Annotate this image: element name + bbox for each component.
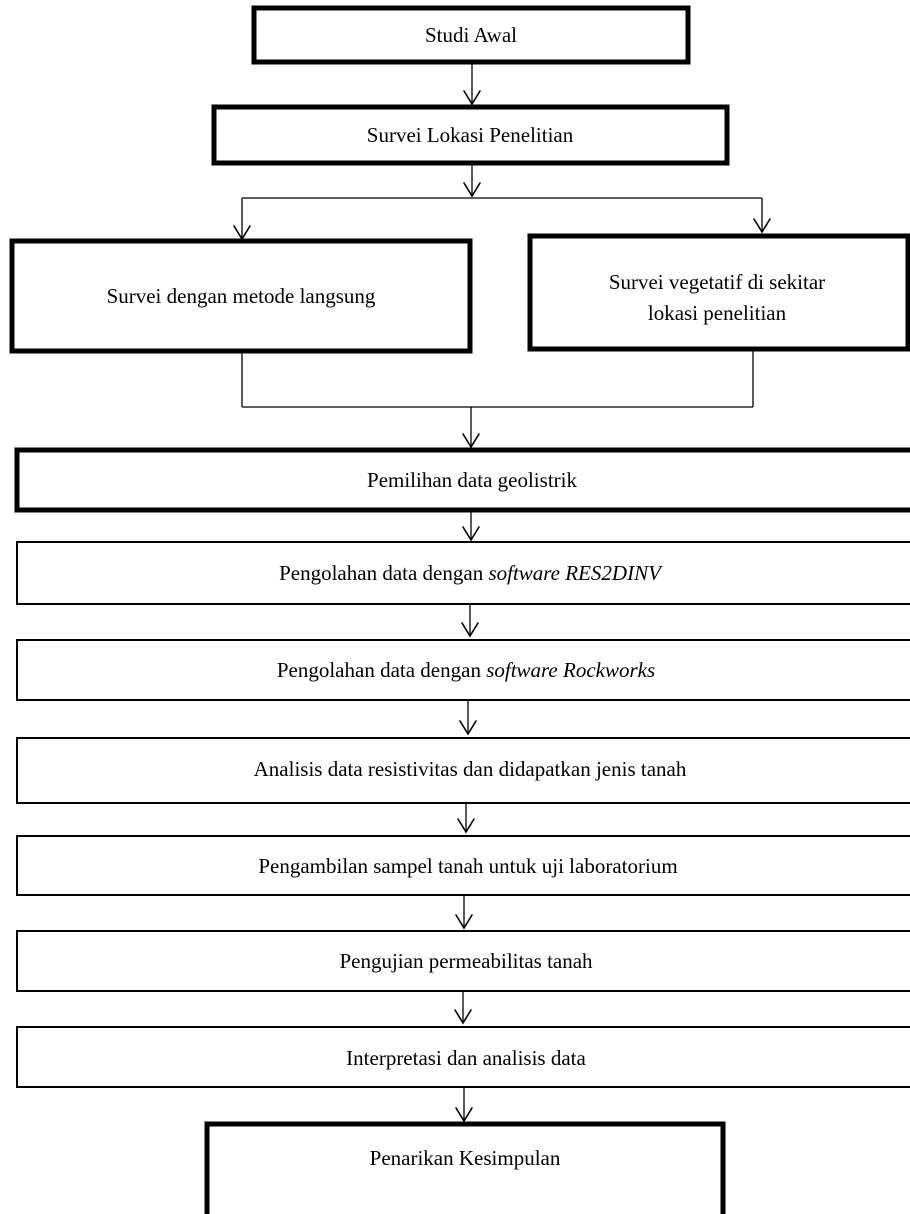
arrow-down-icon <box>462 433 480 449</box>
step-label-line1: Survei vegetatif di sekitar <box>609 270 825 294</box>
step-pengolahan-res2dinv: Pengolahan data dengan software RES2DINV <box>16 541 910 605</box>
step-survei-lokasi: Survei Lokasi Penelitian <box>211 104 730 166</box>
arrow-down-icon <box>455 914 473 930</box>
step-label: Pengujian permeabilitas tanah <box>339 949 593 973</box>
arrow-down-icon <box>753 218 771 234</box>
step-label: Analisis data resistivitas dan didapatka… <box>254 757 687 781</box>
step-pengujian-permeabilitas: Pengujian permeabilitas tanah <box>16 930 910 992</box>
arrow-down-icon <box>462 526 480 542</box>
step-label: Interpretasi dan analisis data <box>346 1046 586 1070</box>
step-label: Penarikan Kesimpulan <box>370 1146 561 1170</box>
arrow-down-icon <box>463 90 481 106</box>
step-analisis-resistivitas: Analisis data resistivitas dan didapatka… <box>16 737 910 804</box>
step-penarikan-kesimpulan: Penarikan Kesimpulan <box>204 1121 726 1214</box>
step-studi-awal: Studi Awal <box>251 5 691 65</box>
step-label: Studi Awal <box>425 23 517 47</box>
step-label: Pengolahan data dengan software RES2DINV <box>279 561 663 585</box>
step-label: Pengolahan data dengan software Rockwork… <box>277 658 655 682</box>
arrow-down-icon <box>463 182 481 198</box>
step-pemilihan-data: Pemilihan data geolistrik <box>14 447 910 513</box>
step-survei-langsung: Survei dengan metode langsung <box>9 238 473 354</box>
step-interpretasi: Interpretasi dan analisis data <box>16 1026 910 1088</box>
arrow-down-icon <box>459 720 477 736</box>
step-pengambilan-sampel: Pengambilan sampel tanah untuk uji labor… <box>16 835 910 896</box>
arrow-down-icon <box>455 1107 473 1123</box>
connectors <box>233 62 771 1123</box>
arrow-down-icon <box>461 622 479 638</box>
arrow-down-icon <box>457 818 475 834</box>
step-pengolahan-rockworks: Pengolahan data dengan software Rockwork… <box>16 639 910 701</box>
step-survei-vegetatif: Survei vegetatif di sekitar lokasi penel… <box>527 233 910 352</box>
step-label: Pengambilan sampel tanah untuk uji labor… <box>258 854 677 878</box>
step-label: Survei dengan metode langsung <box>107 284 376 308</box>
step-label-line2: lokasi penelitian <box>648 301 787 325</box>
step-label: Pemilihan data geolistrik <box>367 468 577 492</box>
step-label: Survei Lokasi Penelitian <box>367 123 574 147</box>
arrow-down-icon <box>454 1009 472 1025</box>
